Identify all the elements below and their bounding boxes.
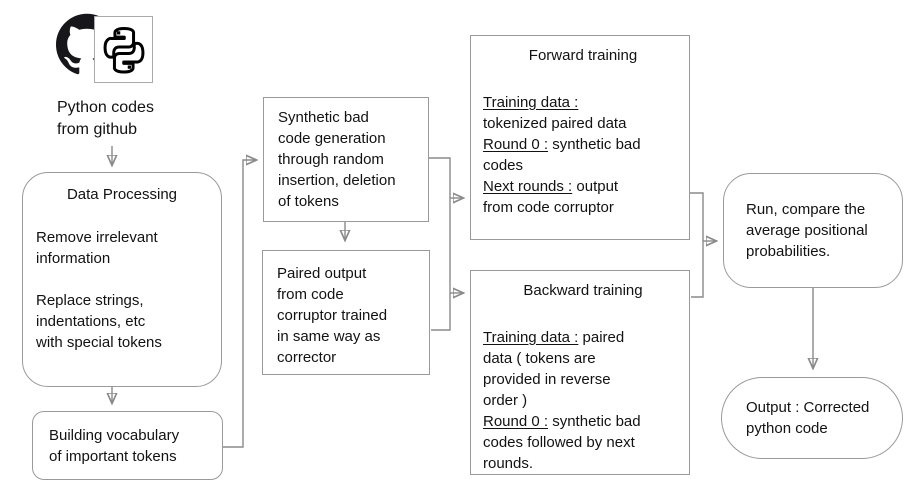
node-body: Run, compare the average positional prob…: [746, 201, 868, 260]
connector-middle-merge: [429, 157, 451, 331]
node-run-compare: Run, compare the average positional prob…: [723, 173, 903, 288]
node-body: Synthetic bad code generation through ra…: [278, 109, 396, 210]
node-forward-training: Forward training Training data :tokenize…: [470, 35, 690, 240]
node-title: Data Processing: [66, 186, 178, 203]
node-body: Building vocabulary of important tokens: [49, 426, 180, 465]
node-backward-training: Backward training Training data : paired…: [470, 270, 690, 475]
node-synthetic-bad-code: Synthetic bad code generation through ra…: [263, 97, 429, 222]
node-data-processing: Data Processing Remove irrelevant inform…: [22, 172, 222, 387]
node-body: Output : Corrected python code: [746, 399, 870, 437]
node-title: Forward training: [528, 47, 638, 64]
node-body: Paired output from code corruptor traine…: [277, 265, 388, 366]
node-output-corrected-code: Output : Corrected python code: [721, 377, 903, 459]
node-paired-output: Paired output from code corruptor traine…: [262, 250, 430, 375]
python-icon: [94, 16, 153, 83]
connector-training-merge: [690, 192, 704, 298]
node-body: Remove irrelevant information Replace st…: [36, 229, 162, 351]
node-building-vocabulary: Building vocabulary of important tokens: [32, 411, 223, 480]
node-title: Backward training: [523, 282, 643, 299]
caption-python-codes-from-github: Python codes from github: [57, 99, 154, 138]
arrow-vocab-to-synthetic: [223, 160, 256, 448]
